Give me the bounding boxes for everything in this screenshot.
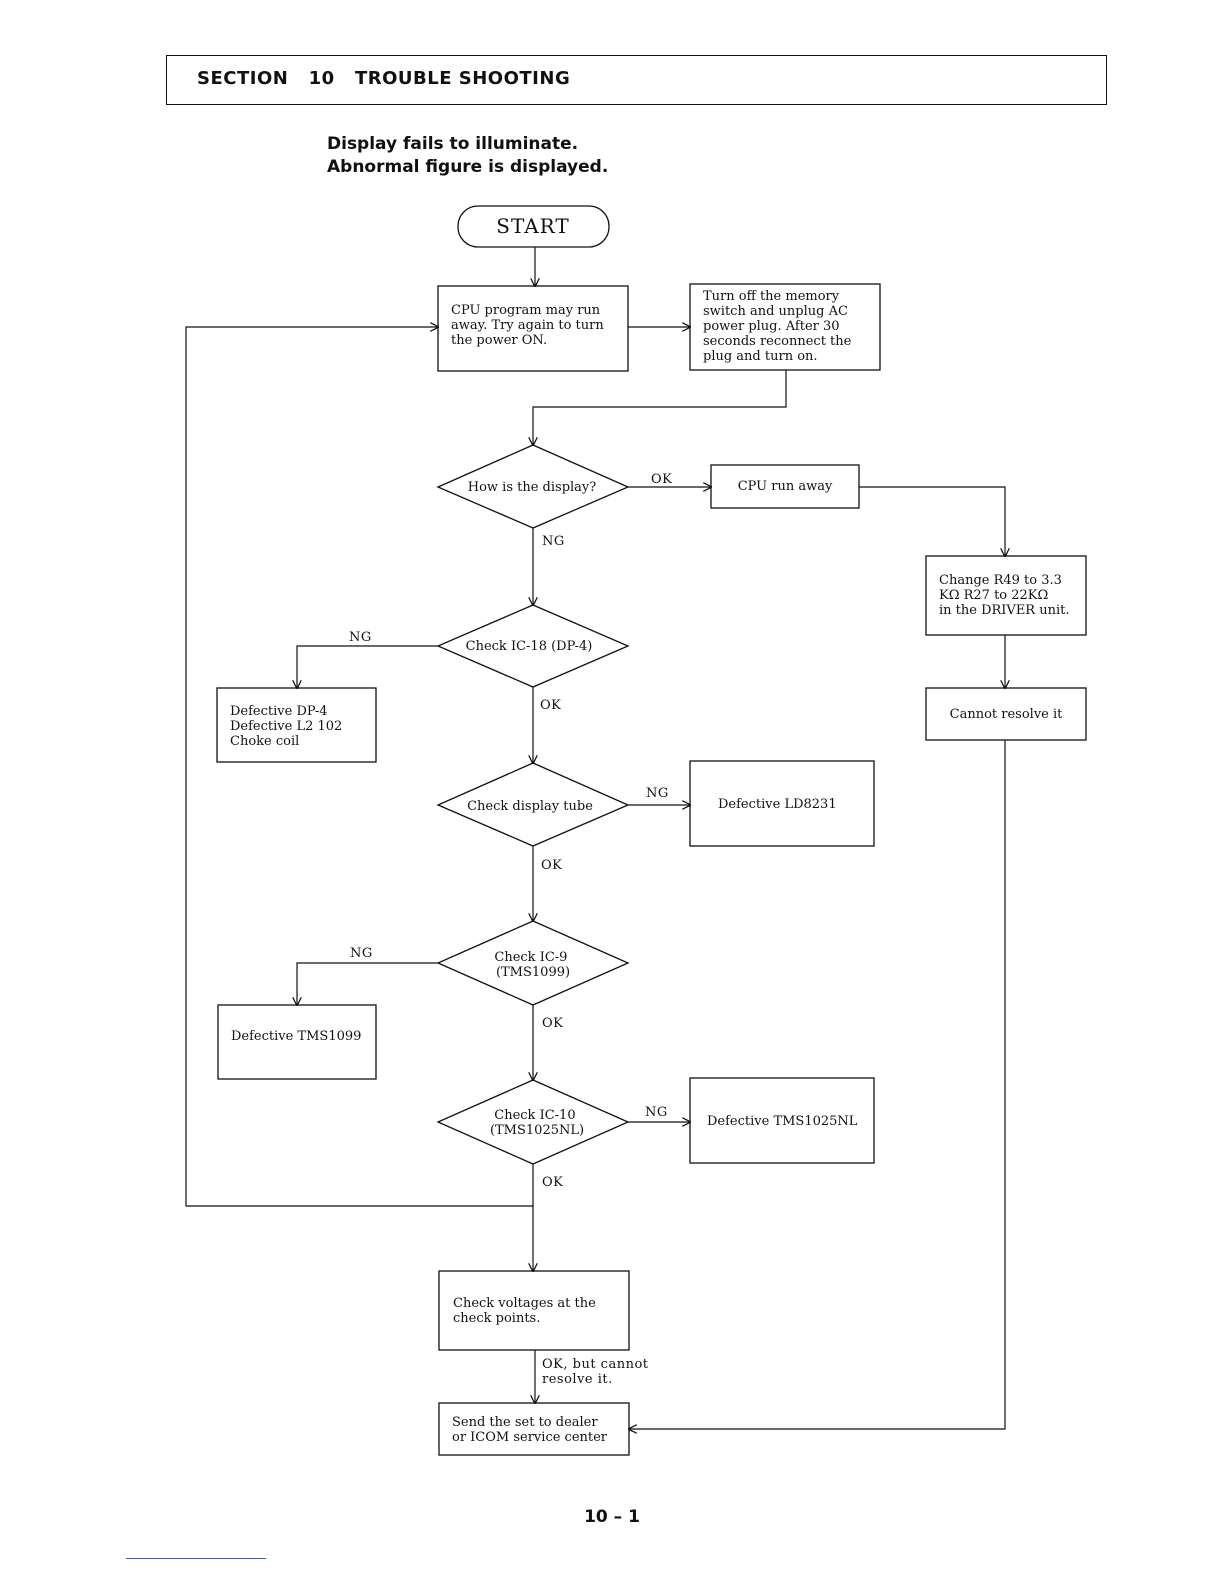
edge-ic9-ng — [297, 962, 438, 1005]
how-display-text: How is the display? — [468, 480, 597, 495]
ic9-ng-label: NG — [350, 946, 373, 961]
voltages-ok-label: OK, but cannot resolve it. — [542, 1357, 653, 1387]
section-title: SECTION 10 TROUBLE SHOOTING — [197, 68, 571, 89]
edge-cpu-run-away-to-change-r49 — [859, 486, 1005, 556]
check-ic18-text: Check IC-18 (DP-4) — [466, 639, 593, 654]
turn-off-text: Turn off the memory switch and unplug AC… — [703, 289, 856, 364]
how-display-ok-label: OK — [651, 472, 672, 487]
start-label: START — [496, 214, 569, 238]
section-header: SECTION 10 TROUBLE SHOOTING — [166, 55, 1107, 105]
ic10-ok-label: OK — [542, 1175, 563, 1190]
ic10-ng-label: NG — [645, 1105, 668, 1120]
cpu-run-away-text: CPU run away — [738, 479, 833, 494]
edge-cannot-resolve-to-send-set — [629, 740, 1006, 1429]
cpu-program-text: CPU program may run away. Try again to t… — [451, 303, 608, 348]
ic9-ok-label: OK — [542, 1016, 563, 1031]
subtitle-line-2: Abnormal figure is displayed. — [327, 157, 609, 177]
how-display-ng-label: NG — [542, 534, 565, 549]
ic18-ok-label: OK — [540, 698, 561, 713]
subtitle-line-1: Display fails to illuminate. — [327, 134, 579, 154]
defective-tms1099-text: Defective TMS1099 — [231, 1029, 361, 1044]
cannot-resolve-text: Cannot resolve it — [950, 707, 1064, 722]
ic18-ng-label: NG — [349, 630, 372, 645]
defective-dp4-text: Defective DP-4 Defective L2 102 Choke co… — [230, 704, 346, 749]
check-voltages-text: Check voltages at the check points. — [453, 1296, 600, 1326]
start-terminal — [457, 205, 610, 248]
check-ic10-text: Check IC-10 (TMS1025NL) — [490, 1108, 584, 1138]
tube-ng-label: NG — [646, 786, 669, 801]
defective-tms1025nl-text: Defective TMS1025NL — [707, 1114, 858, 1129]
page-number: 10 – 1 — [584, 1507, 640, 1527]
send-set-text: Send the set to dealer or ICOM service c… — [452, 1415, 608, 1445]
check-display-tube-text: Check display tube — [467, 799, 593, 814]
tube-ok-label: OK — [541, 858, 562, 873]
edge-ic18-ng — [297, 645, 438, 688]
defective-ld8231-text: Defective LD8231 — [718, 797, 837, 812]
change-r49-text: Change R49 to 3.3 KΩ R27 to 22KΩ in the … — [939, 573, 1070, 618]
edge-turn-off-to-how-display — [533, 370, 787, 445]
check-ic9-text: Check IC-9 (TMS1099) — [494, 950, 571, 980]
edge-loop-back-to-cpu-program — [185, 327, 533, 1207]
bottom-rule — [126, 1558, 266, 1559]
